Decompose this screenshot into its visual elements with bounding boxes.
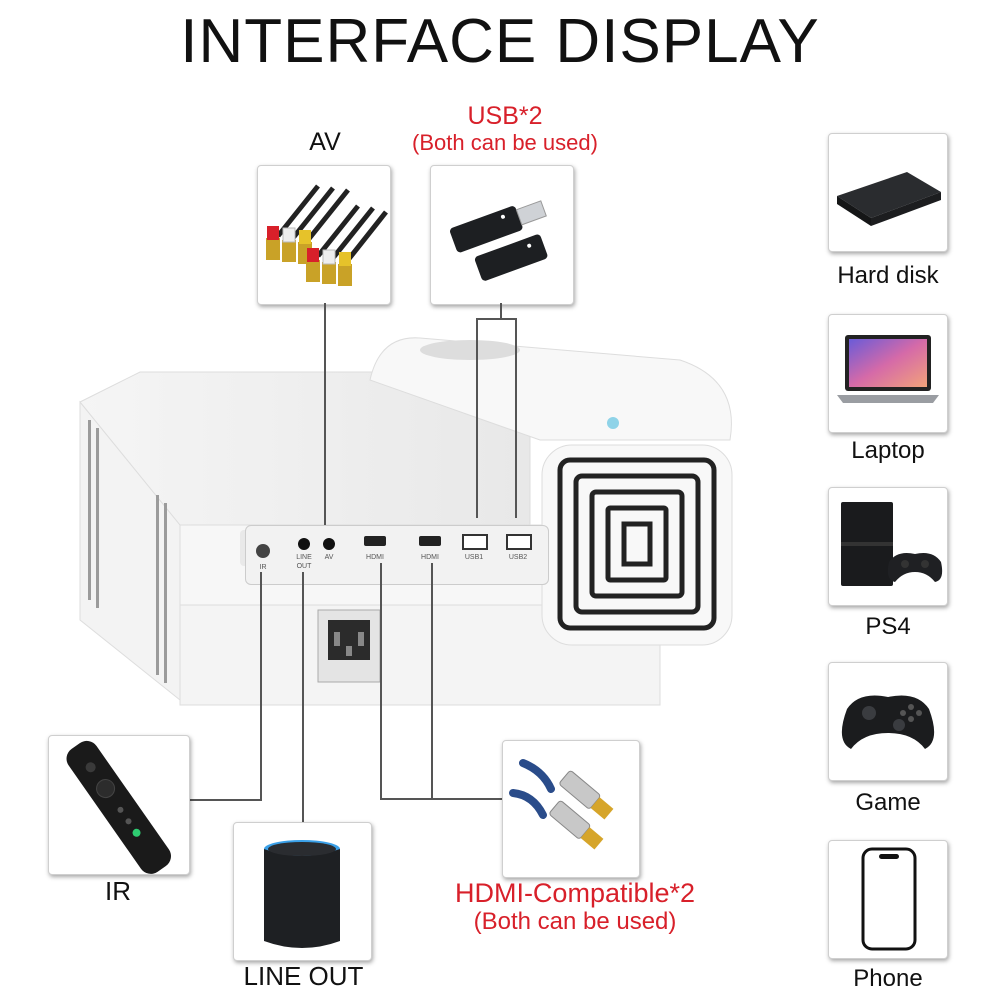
ir-connector-line bbox=[260, 572, 262, 800]
hdmi-port-2-label: HDMI bbox=[421, 554, 439, 561]
speaker-image bbox=[233, 822, 372, 961]
hdmi-connector-bar bbox=[380, 798, 502, 800]
av-port-label: AV bbox=[324, 554, 334, 561]
device-label-ps4: PS4 bbox=[865, 613, 911, 640]
device-label-game: Game bbox=[855, 789, 921, 816]
device-label-phone: Phone bbox=[853, 965, 923, 992]
usb-note: (Both can be used) bbox=[412, 130, 598, 155]
line-out-port bbox=[298, 538, 310, 550]
av-connector-line bbox=[324, 303, 326, 525]
ir-remote-image bbox=[48, 735, 190, 875]
hdmi-port-2 bbox=[419, 536, 441, 546]
usb-port-1-label: USB1 bbox=[464, 554, 484, 561]
ir-label: IR bbox=[105, 876, 131, 906]
ir-port-label: IR bbox=[259, 564, 267, 571]
laptop-icon bbox=[828, 314, 948, 433]
port-panel: IR LINE OUT AV HDMI HDMI USB1 USB2 bbox=[245, 525, 549, 585]
hdmi-label: HDMI-Compatible*2 bbox=[454, 878, 696, 908]
game-controller-icon bbox=[828, 662, 948, 781]
hdmi-port-1 bbox=[364, 536, 386, 546]
usb-connector-bar bbox=[476, 318, 516, 320]
av-cable-image bbox=[257, 165, 391, 305]
hdmi-port-1-label: HDMI bbox=[366, 554, 384, 561]
device-label-hard-disk: Hard disk bbox=[837, 262, 939, 289]
line-out-connector-line bbox=[302, 572, 304, 822]
line-out-port-label-1: LINE bbox=[296, 554, 312, 561]
line-out-port-label-2: OUT bbox=[296, 563, 312, 570]
usb-port-2 bbox=[506, 534, 532, 550]
ir-port bbox=[256, 544, 270, 558]
usb-label: USB*2 bbox=[467, 102, 543, 130]
page-title: INTERFACE DISPLAY bbox=[180, 7, 820, 76]
usb-drive-image bbox=[430, 165, 574, 305]
av-port bbox=[323, 538, 335, 550]
phone-icon bbox=[828, 840, 948, 959]
hdmi-cable-image bbox=[502, 740, 640, 878]
hard-disk-icon bbox=[828, 133, 948, 252]
ir-connector-bar bbox=[190, 799, 262, 801]
usb-port-1 bbox=[462, 534, 488, 550]
hdmi1-connector-line bbox=[380, 563, 382, 799]
av-label: AV bbox=[309, 128, 341, 156]
usb-connector-stem bbox=[500, 303, 502, 319]
usb1-connector-line bbox=[476, 318, 478, 518]
usb-port-2-label: USB2 bbox=[508, 554, 528, 561]
device-label-laptop: Laptop bbox=[851, 437, 925, 464]
line-out-label: LINE OUT bbox=[243, 961, 364, 991]
ps4-console-icon bbox=[828, 487, 948, 606]
usb2-connector-line bbox=[515, 318, 517, 518]
projector-image bbox=[79, 337, 733, 706]
hdmi-note: (Both can be used) bbox=[473, 908, 677, 935]
hdmi2-connector-line bbox=[431, 563, 433, 799]
